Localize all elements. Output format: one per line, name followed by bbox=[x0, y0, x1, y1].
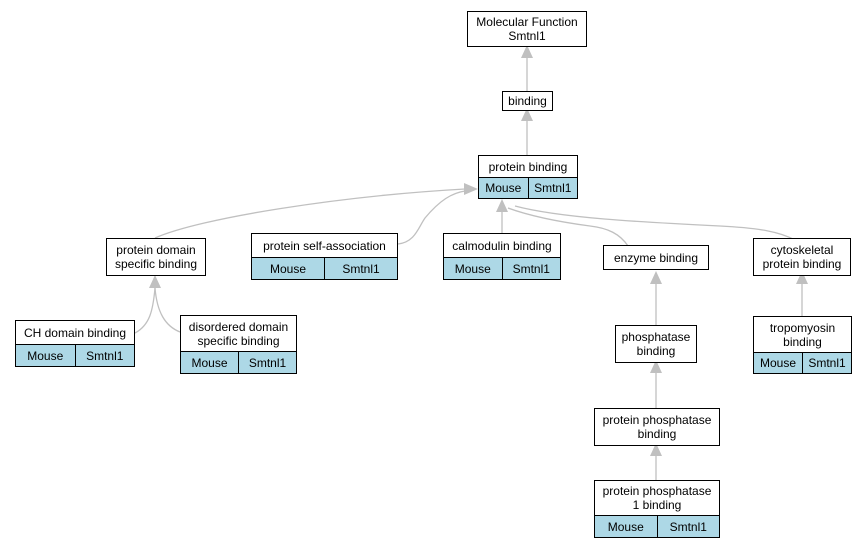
arrowhead bbox=[521, 45, 533, 58]
annotation-row: Mouse Smtnl1 bbox=[16, 344, 134, 366]
edge-disordered-to-domain bbox=[154, 287, 181, 333]
node-label: protein phosphatase 1 binding bbox=[602, 484, 712, 512]
annotation-row: Mouse Smtnl1 bbox=[479, 177, 577, 198]
node-calmodulin-binding[interactable]: calmodulin binding Mouse Smtnl1 bbox=[443, 233, 561, 280]
node-protein-domain-specific-binding[interactable]: protein domain specific binding bbox=[106, 238, 206, 276]
node-cytoskeletal-protein-binding[interactable]: cytoskeletal protein binding bbox=[753, 238, 851, 276]
arrowhead bbox=[650, 360, 662, 373]
node-label: protein self-association bbox=[263, 238, 386, 253]
species-cell: Mouse bbox=[191, 355, 228, 370]
node-label: disordered domain specific binding bbox=[188, 319, 289, 348]
node-protein-binding[interactable]: protein binding Mouse Smtnl1 bbox=[478, 155, 578, 199]
annotation-row: Mouse Smtnl1 bbox=[444, 257, 560, 279]
annotation-row: Mouse Smtnl1 bbox=[181, 351, 296, 373]
arrowhead bbox=[796, 271, 808, 284]
species-cell: Mouse bbox=[759, 356, 797, 370]
arrowhead bbox=[650, 443, 662, 456]
species-cell: Mouse bbox=[607, 519, 644, 534]
species-cell: Mouse bbox=[485, 181, 522, 195]
annotation-row: Mouse Smtnl1 bbox=[252, 257, 397, 279]
node-label: calmodulin binding bbox=[452, 238, 552, 253]
edge-ch-to-domain bbox=[134, 287, 156, 334]
node-ch-domain-binding[interactable]: CH domain binding Mouse Smtnl1 bbox=[15, 320, 135, 367]
species-cell: Mouse bbox=[27, 348, 64, 363]
node-enzyme-binding[interactable]: enzyme binding bbox=[603, 245, 709, 270]
node-protein-phosphatase-binding[interactable]: protein phosphatase binding bbox=[594, 408, 720, 446]
node-label: protein phosphatase binding bbox=[602, 413, 712, 441]
species-cell: Mouse bbox=[454, 261, 491, 276]
node-label: tropomyosin binding bbox=[769, 320, 836, 349]
node-molecular-function[interactable]: Molecular Function Smtnl1 bbox=[467, 11, 587, 47]
node-protein-phosphatase-1-binding[interactable]: protein phosphatase 1 binding Mouse Smtn… bbox=[594, 480, 720, 538]
node-binding[interactable]: binding bbox=[502, 91, 553, 111]
edge-enzyme-to-protein-binding bbox=[507, 207, 629, 247]
edge-self-assoc-to-protein-binding bbox=[397, 190, 466, 245]
species-cell: Mouse bbox=[269, 261, 307, 276]
gene-cell: Smtnl1 bbox=[802, 353, 851, 373]
gene-cell: Smtnl1 bbox=[324, 258, 397, 279]
edge-cytoskeletal-to-protein-binding bbox=[514, 205, 796, 241]
node-label: cytoskeletal protein binding bbox=[762, 243, 842, 271]
arrowhead bbox=[149, 275, 161, 288]
node-label: CH domain binding bbox=[23, 325, 127, 340]
node-label: Molecular Function Smtnl1 bbox=[476, 15, 578, 43]
node-label: protein binding bbox=[488, 159, 568, 174]
node-label: phosphatase binding bbox=[621, 330, 691, 358]
annotation-row: Mouse Smtnl1 bbox=[754, 352, 851, 373]
gene-cell: Smtnl1 bbox=[527, 178, 578, 198]
node-protein-self-association[interactable]: protein self-association Mouse Smtnl1 bbox=[251, 233, 398, 280]
gene-cell: Smtnl1 bbox=[74, 345, 135, 366]
arrowhead bbox=[496, 199, 508, 212]
gene-cell: Smtnl1 bbox=[238, 352, 296, 373]
node-label: binding bbox=[508, 94, 547, 108]
arrowhead bbox=[521, 108, 533, 121]
node-disordered-domain-specific-binding[interactable]: disordered domain specific binding Mouse… bbox=[180, 315, 297, 374]
node-label: enzyme binding bbox=[613, 250, 699, 265]
arrowhead bbox=[650, 271, 662, 284]
annotation-row: Mouse Smtnl1 bbox=[595, 515, 719, 537]
edge-domain-to-protein-binding bbox=[154, 188, 466, 239]
node-tropomyosin-binding[interactable]: tropomyosin binding Mouse Smtnl1 bbox=[753, 316, 852, 374]
node-label: protein domain specific binding bbox=[114, 243, 198, 271]
arrowhead bbox=[464, 183, 478, 195]
gene-cell: Smtnl1 bbox=[501, 258, 561, 279]
node-phosphatase-binding[interactable]: phosphatase binding bbox=[615, 325, 697, 363]
gene-cell: Smtnl1 bbox=[656, 516, 720, 537]
